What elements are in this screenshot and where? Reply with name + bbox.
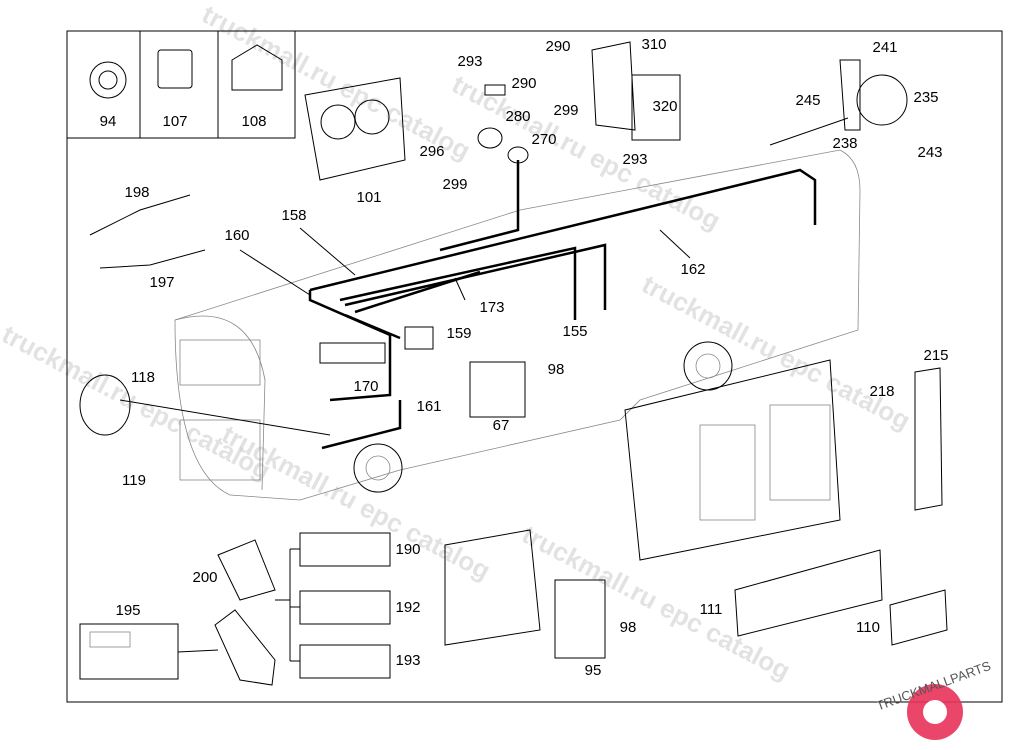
part-159 xyxy=(404,326,434,350)
part-235-horn xyxy=(856,74,908,126)
part-110-fuse-block xyxy=(889,589,948,646)
watermark: truckmall.ru epc catalog xyxy=(517,519,795,686)
part-67-bracket xyxy=(469,361,526,418)
callout-98: 98 xyxy=(548,361,565,378)
callout-235: 235 xyxy=(913,89,938,106)
callout-270: 270 xyxy=(531,131,556,148)
part-94-ring xyxy=(89,61,127,99)
part-310-bracket xyxy=(591,41,636,131)
part-198-cable xyxy=(89,194,191,236)
part-101-bracket xyxy=(304,77,406,181)
callout-67: 67 xyxy=(493,417,510,434)
callout-101: 101 xyxy=(356,189,381,206)
main-panel xyxy=(624,359,841,561)
callout-310: 310 xyxy=(641,36,666,53)
callout-118: 118 xyxy=(131,369,155,386)
callout-320: 320 xyxy=(652,98,677,115)
callout-293: 293 xyxy=(457,53,482,70)
vehicle-outline xyxy=(174,149,861,501)
callout-160: 160 xyxy=(224,227,249,244)
callout-170: 170 xyxy=(353,378,378,395)
callout-299: 299 xyxy=(442,176,467,193)
callout-162: 162 xyxy=(680,261,705,278)
diagram-frame xyxy=(66,30,1003,703)
part-280 xyxy=(477,127,503,149)
callout-299: 299 xyxy=(553,102,578,119)
part-95-housing xyxy=(554,579,606,659)
callout-243: 243 xyxy=(917,144,942,161)
callout-280: 280 xyxy=(505,108,530,125)
watermark: truckmall.ru epc catalog xyxy=(447,69,725,236)
part-118-horn xyxy=(79,374,131,436)
callout-296: 296 xyxy=(419,143,444,160)
callout-193: 193 xyxy=(395,652,420,669)
callout-110: 110 xyxy=(856,619,880,636)
callout-107: 107 xyxy=(162,113,187,130)
callout-200: 200 xyxy=(192,569,217,586)
watermarks: truckmall.ru epc catalog truckmall.ru ep… xyxy=(0,0,915,686)
callout-195: 195 xyxy=(115,602,140,619)
wheel-front xyxy=(353,443,403,493)
callout-198: 198 xyxy=(124,184,149,201)
callout-155: 155 xyxy=(562,323,587,340)
part-192-panel xyxy=(299,590,391,625)
part-200-holder xyxy=(217,539,276,601)
callout-215: 215 xyxy=(923,347,948,364)
callout-290: 290 xyxy=(511,75,536,92)
part-270-switch xyxy=(507,146,529,164)
watermark: truckmall.ru epc catalog xyxy=(197,0,475,166)
watermark: truckmall.ru epc catalog xyxy=(217,419,495,586)
callout-241: 241 xyxy=(872,39,897,56)
part-215-rail xyxy=(914,367,943,511)
callout-94: 94 xyxy=(100,113,117,130)
callout-197: 197 xyxy=(149,274,174,291)
callout-161: 161 xyxy=(416,398,441,415)
callout-111: 111 xyxy=(700,601,723,618)
part-320-module xyxy=(631,74,681,141)
watermark: truckmall.ru epc catalog xyxy=(0,319,275,486)
watermark: truckmall.ru epc catalog xyxy=(637,269,915,436)
callout-108: 108 xyxy=(241,113,266,130)
inset-boxes xyxy=(67,31,296,139)
callout-192: 192 xyxy=(395,599,420,616)
cover-plate xyxy=(444,529,541,646)
truckmall-logo: TRUCKMALLPARTS xyxy=(874,658,993,740)
callout-119: 119 xyxy=(122,472,146,489)
callout-290: 290 xyxy=(545,38,570,55)
callout-293: 293 xyxy=(622,151,647,168)
part-190-panel xyxy=(299,532,391,567)
callout-98: 98 xyxy=(620,619,637,636)
leader-lines xyxy=(119,117,849,653)
wiring-harness xyxy=(308,160,817,450)
callout-190: 190 xyxy=(395,541,420,558)
callout-173: 173 xyxy=(479,299,504,316)
callout-218: 218 xyxy=(869,383,894,400)
part-170 xyxy=(319,342,386,364)
part-197-cable xyxy=(99,249,206,269)
parts xyxy=(79,41,948,686)
callout-245: 245 xyxy=(795,92,820,109)
part-111-fuse-block xyxy=(734,549,883,637)
callout-159: 159 xyxy=(446,325,471,342)
part-238-bracket xyxy=(839,59,861,131)
wheel-rear xyxy=(683,341,733,391)
callout-238: 238 xyxy=(832,135,857,152)
part-107-relay xyxy=(157,49,193,89)
part-193-panel xyxy=(299,644,391,679)
part-108-holder xyxy=(231,44,283,91)
callout-95: 95 xyxy=(585,662,602,679)
callout-labels: 94 107 108 101 293 290 280 296 299 270 2… xyxy=(100,36,949,679)
callout-158: 158 xyxy=(281,207,306,224)
part-bracket xyxy=(214,609,276,686)
